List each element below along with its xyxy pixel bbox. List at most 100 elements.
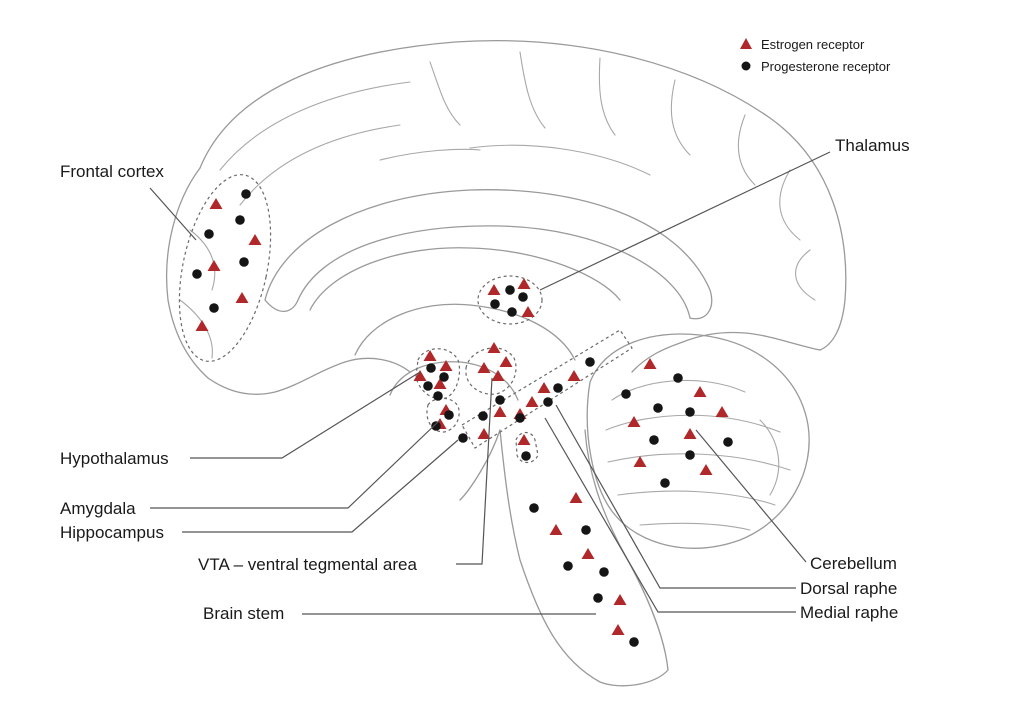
amygdala-region <box>426 397 460 433</box>
progesterone-receptor-marker <box>553 383 563 393</box>
progesterone-receptor-marker <box>581 525 591 535</box>
progesterone-receptor-marker <box>685 407 695 417</box>
vta-leader <box>456 377 493 565</box>
estrogen-receptor-marker <box>487 284 501 295</box>
brainstem-raphe-region <box>515 431 539 464</box>
estrogen-receptor-marker <box>683 428 697 439</box>
labels: Frontal cortex Thalamus Hypothalamus Amy… <box>60 136 910 623</box>
hippocampus-label: Hippocampus <box>60 523 164 542</box>
estrogen-receptor-marker <box>439 360 453 371</box>
medial-raphe-leader <box>544 417 796 613</box>
progesterone-receptor-marker <box>649 435 659 445</box>
estrogen-receptor-marker <box>569 492 583 503</box>
amygdala-label: Amygdala <box>60 499 136 518</box>
progesterone-receptor-marker <box>723 437 733 447</box>
estrogen-receptor-marker <box>537 382 551 393</box>
estrogen-receptor-marker <box>207 260 221 271</box>
progesterone-receptor-marker <box>239 257 249 267</box>
legend: Estrogen receptor Progesterone receptor <box>740 37 891 74</box>
progesterone-receptor-marker <box>685 450 695 460</box>
dorsal-raphe-leader <box>555 404 796 589</box>
vta-label: VTA – ventral tegmental area <box>198 555 417 574</box>
estrogen-receptor-marker <box>549 524 563 535</box>
triangle-icon <box>740 38 752 49</box>
progesterone-receptor-marker <box>653 403 663 413</box>
dorsal-raphe-label: Dorsal raphe <box>800 579 897 598</box>
progesterone-receptor-marker <box>507 307 517 317</box>
progesterone-receptor-marker <box>431 421 441 431</box>
progesterone-receptor-marker <box>621 389 631 399</box>
estrogen-receptor-marker <box>235 292 249 303</box>
estrogen-receptor-marker <box>567 370 581 381</box>
progesterone-receptor-marker <box>495 395 505 405</box>
estrogen-receptor-marker <box>517 434 531 445</box>
estrogen-receptor-marker <box>491 370 505 381</box>
progesterone-receptor-marker <box>433 391 443 401</box>
progesterone-receptor-marker <box>599 567 609 577</box>
region-outlines <box>178 174 633 464</box>
raphe-region <box>461 329 633 449</box>
progesterone-receptor-marker <box>192 269 202 279</box>
cerebellum-label: Cerebellum <box>810 554 897 573</box>
estrogen-receptor-marker <box>715 406 729 417</box>
legend-estrogen-label: Estrogen receptor <box>761 37 865 52</box>
brain-stem-label: Brain stem <box>203 604 284 623</box>
progesterone-receptor-marker <box>673 373 683 383</box>
progesterone-receptor-marker <box>423 381 433 391</box>
progesterone-receptor-marker <box>478 411 488 421</box>
legend-progesterone-label: Progesterone receptor <box>761 59 891 74</box>
medial-raphe-label: Medial raphe <box>800 603 898 622</box>
progesterone-receptor-marker <box>660 478 670 488</box>
frontal-cortex-region <box>178 174 272 362</box>
progesterone-receptor-marker <box>490 299 500 309</box>
progesterone-receptor-marker <box>241 189 251 199</box>
estrogen-receptor-marker <box>195 320 209 331</box>
frontal-cortex-leader <box>149 187 197 241</box>
estrogen-receptor-marker <box>521 306 535 317</box>
thalamus-region <box>477 275 543 325</box>
progesterone-receptor-marker <box>585 357 595 367</box>
progesterone-receptor-marker <box>444 410 454 420</box>
estrogen-receptor-marker <box>517 278 531 289</box>
estrogen-receptor-marker <box>423 350 437 361</box>
estrogen-receptor-marker <box>611 624 625 635</box>
thalamus-label: Thalamus <box>835 136 910 155</box>
estrogen-receptor-marker <box>627 416 641 427</box>
progesterone-receptor-marker <box>515 413 525 423</box>
estrogen-receptor-marker <box>433 378 447 389</box>
receptor-markers <box>192 189 733 647</box>
leader-lines <box>149 151 831 615</box>
progesterone-receptor-marker <box>458 433 468 443</box>
thalamus-leader <box>539 151 831 291</box>
progesterone-receptor-marker <box>543 397 553 407</box>
estrogen-receptor-marker <box>693 386 707 397</box>
progesterone-receptor-marker <box>439 372 449 382</box>
estrogen-receptor-marker <box>581 548 595 559</box>
hypothalamus-label: Hypothalamus <box>60 449 169 468</box>
amygdala-leader <box>150 419 441 509</box>
estrogen-receptor-marker <box>209 198 223 209</box>
estrogen-receptor-marker <box>477 362 491 373</box>
circle-icon <box>741 61 751 71</box>
estrogen-receptor-marker <box>633 456 647 467</box>
hypothalamus-region <box>415 348 461 400</box>
progesterone-receptor-marker <box>529 503 539 513</box>
progesterone-receptor-marker <box>209 303 219 313</box>
progesterone-receptor-marker <box>629 637 639 647</box>
vta-region <box>465 347 517 395</box>
progesterone-receptor-marker <box>518 292 528 302</box>
progesterone-receptor-marker <box>204 229 214 239</box>
progesterone-receptor-marker <box>505 285 515 295</box>
progesterone-receptor-marker <box>593 593 603 603</box>
hypothalamus-leader <box>190 371 421 459</box>
cerebellum-leader <box>695 429 807 563</box>
estrogen-receptor-marker <box>413 370 427 381</box>
hippocampus-leader <box>182 439 459 533</box>
estrogen-receptor-marker <box>477 428 491 439</box>
estrogen-receptor-marker <box>699 464 713 475</box>
estrogen-receptor-marker <box>643 358 657 369</box>
frontal-cortex-label: Frontal cortex <box>60 162 164 181</box>
estrogen-receptor-marker <box>499 356 513 367</box>
estrogen-receptor-marker <box>493 406 507 417</box>
